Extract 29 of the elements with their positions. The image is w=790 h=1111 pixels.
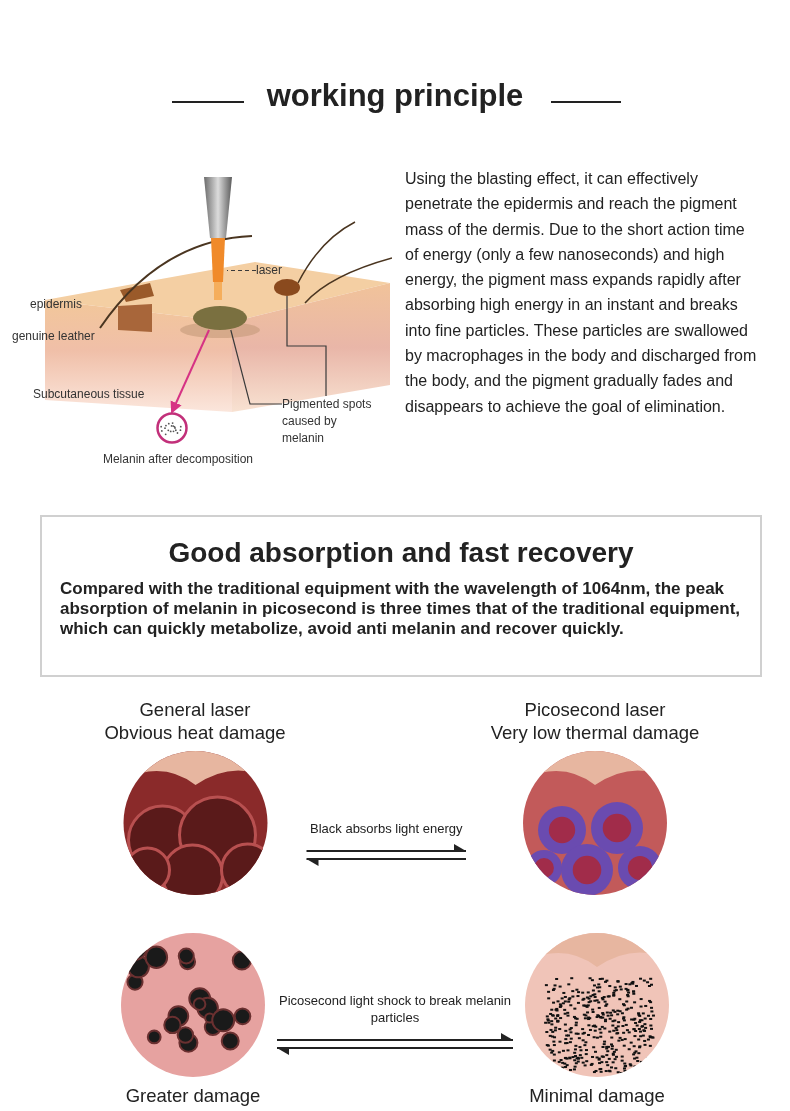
pigment-spot-drawing xyxy=(274,279,300,296)
layer-label: epidermis xyxy=(30,297,83,311)
arrow xyxy=(276,1047,514,1055)
layer-label: genuine leather xyxy=(12,329,95,343)
item-heading: General laser xyxy=(139,698,251,721)
arrow xyxy=(305,844,467,852)
info-card xyxy=(40,515,762,677)
laser-beam-drawing xyxy=(209,238,227,300)
arrow xyxy=(170,329,210,414)
item-heading: Minimal damage xyxy=(529,1084,665,1107)
leader-line xyxy=(230,329,283,405)
particle-circle xyxy=(156,412,188,444)
section-title: working principle xyxy=(266,78,524,113)
node-label: Melanin after decomposition xyxy=(102,452,254,466)
callout-text: laser xyxy=(256,262,282,279)
pigment-spot-drawing xyxy=(193,306,247,330)
callout-text: Pigmented spots caused by melanin xyxy=(282,396,373,447)
arrow xyxy=(276,1033,514,1041)
item-heading: Greater damage xyxy=(125,1084,261,1107)
item-heading: Obvious heat damage xyxy=(104,721,286,744)
layer-label: Subcutaneous tissue xyxy=(33,387,145,401)
leader-line xyxy=(286,295,327,397)
card-text: Compared with the traditional equipment with the wavelength of 1064nm, the peak absorption of melanin in picosecond is three times that of the traditional equipment, which can quickly metabolize, avoid anti melanin and recover quickly. xyxy=(60,579,742,639)
card-heading: Good absorption and fast recovery xyxy=(167,537,635,569)
description-text: Using the blasting effect, it can effectively penetrate the epidermis and reach the pigment mass of the dermis. Due to the short action time of energy (only a few nanoseconds) and high energy, the pigment mass expands rapidly after absorbing high energy in an instant and breaks into fine particles. These particles are swallowed by macrophages in the body and discharged from the body, and the pigment gradually fades and disappears to achieve the goal of elimination. xyxy=(405,169,757,417)
leader-line xyxy=(226,269,257,272)
item-heading: Very low thermal damage xyxy=(490,721,700,744)
item-heading: Picosecond laser xyxy=(524,698,666,721)
arrow xyxy=(305,858,467,866)
